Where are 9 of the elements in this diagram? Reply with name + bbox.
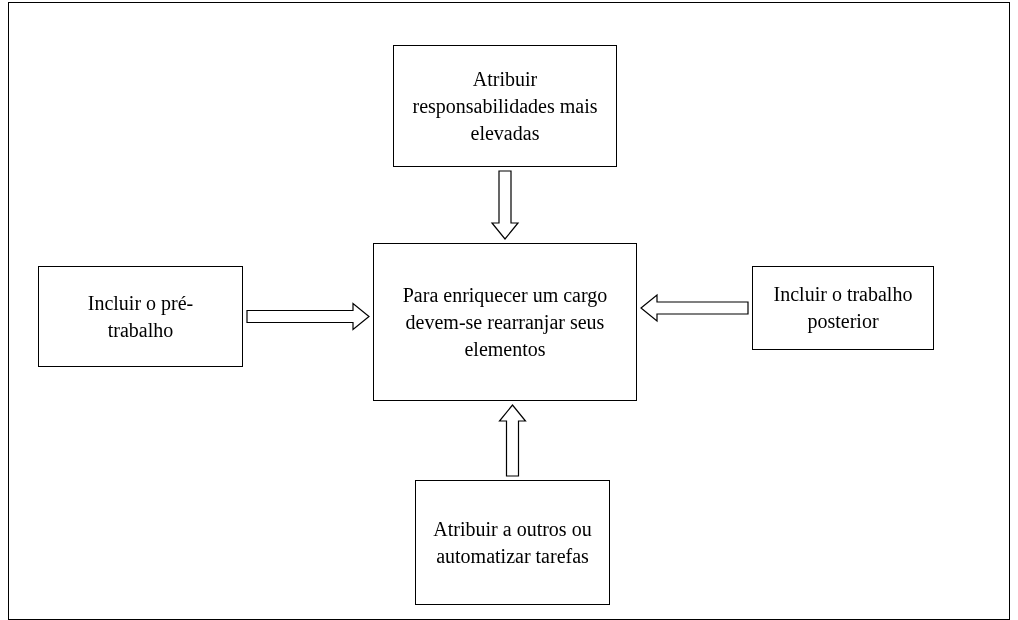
text-box: Incluir o pré-trabalho <box>38 266 243 367</box>
block-arrow <box>498 404 527 477</box>
text-box: Atribuir a outros ou automatizar tarefas <box>415 480 610 605</box>
block-arrow <box>246 302 370 331</box>
block-arrow <box>640 293 749 323</box>
text-box: Incluir o trabalho posterior <box>752 266 934 350</box>
text-box: Para enriquecer um cargo devem-se rearranjar seus elementos <box>373 243 637 401</box>
block-arrow <box>490 170 520 240</box>
text-box: Atribuir responsabilidades mais elevadas <box>393 45 617 167</box>
